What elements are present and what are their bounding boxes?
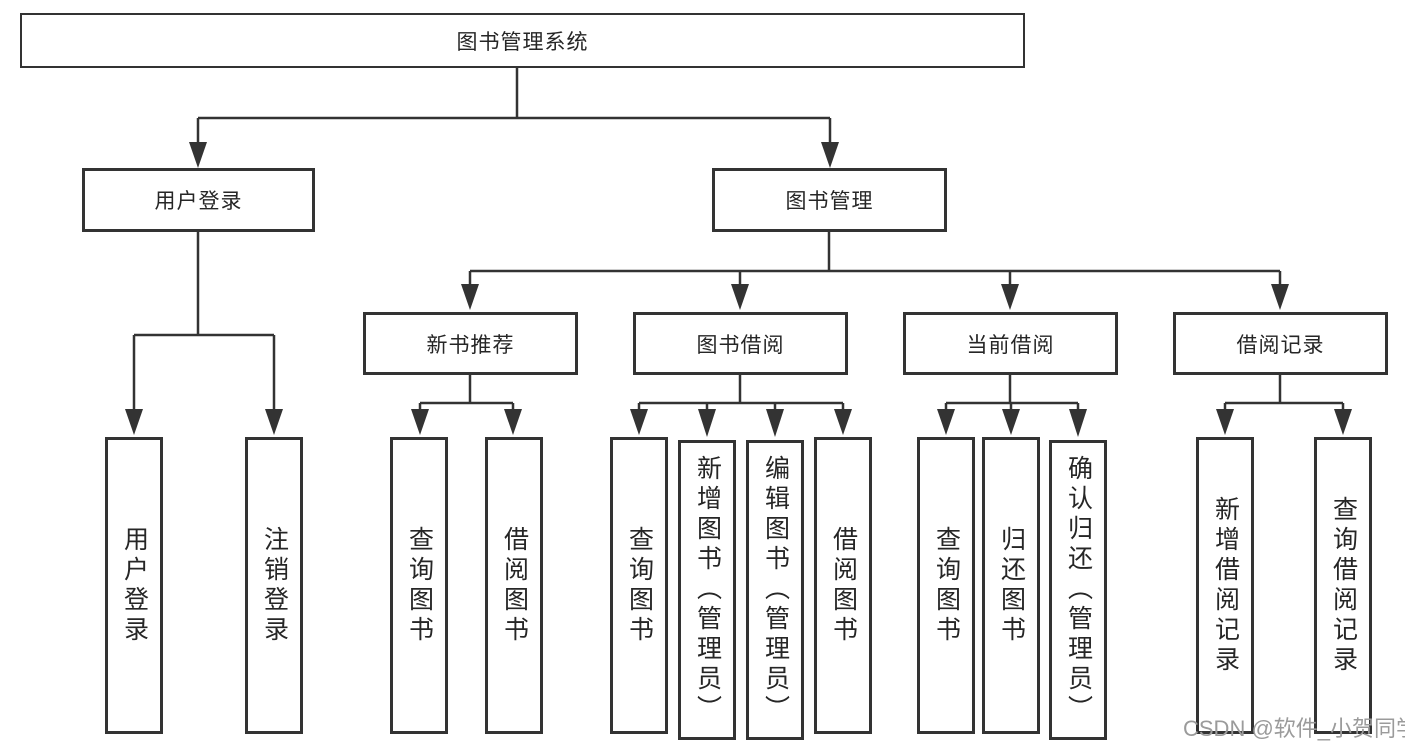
arrowhead-query-books-3	[937, 409, 955, 435]
arrowhead-book-management	[821, 142, 839, 168]
node-user-login-action: 用户登录	[105, 437, 163, 734]
node-book-management: 图书管理	[712, 168, 947, 232]
arrowhead-edit-books	[766, 409, 784, 437]
node-query-books-3-label: 查询图书	[932, 525, 961, 646]
connector-book-management-split	[468, 230, 1282, 288]
node-query-books-3: 查询图书	[917, 437, 975, 734]
node-book-borrowing-label: 图书借阅	[696, 333, 785, 357]
connector-book-borrowing-split	[637, 374, 845, 413]
node-user-login: 用户登录	[82, 168, 315, 232]
node-borrow-books-2: 借阅图书	[814, 437, 872, 734]
node-borrowing-records-label: 借阅记录	[1236, 333, 1325, 357]
node-book-borrowing: 图书借阅	[633, 312, 848, 375]
node-add-books-admin-label: 新增图书（管理员）	[693, 455, 722, 725]
arrowhead-confirm-return	[1069, 409, 1087, 437]
arrowhead-borrowing-records	[1271, 284, 1289, 310]
node-logout-action: 注销登录	[245, 437, 303, 734]
connector-borrowing-records-split	[1223, 374, 1345, 413]
arrowhead-user-login	[189, 142, 207, 168]
node-current-borrowing-label: 当前借阅	[966, 333, 1055, 357]
node-query-books-2: 查询图书	[610, 437, 668, 734]
connector-new-book-split	[418, 374, 515, 413]
node-system-root-label: 图书管理系统	[456, 30, 589, 54]
node-confirm-return-admin: 确认归还（管理员）	[1049, 440, 1107, 740]
node-return-books: 归还图书	[982, 437, 1040, 734]
node-query-books-1: 查询图书	[390, 437, 448, 734]
arrowhead-new-book	[461, 284, 479, 310]
arrowhead-return-books	[1002, 409, 1020, 435]
arrowhead-query-borrow-record	[1334, 409, 1352, 435]
arrowhead-current-borrowing	[1001, 284, 1019, 310]
node-edit-books-admin: 编辑图书（管理员）	[746, 440, 804, 740]
arrowhead-query-books-2	[630, 409, 648, 435]
node-query-books-1-label: 查询图书	[405, 525, 434, 646]
arrowhead-add-borrow-record	[1216, 409, 1234, 435]
node-add-books-admin: 新增图书（管理员）	[678, 440, 736, 740]
arrowhead-query-books-1	[411, 409, 429, 435]
node-borrowing-records: 借阅记录	[1173, 312, 1388, 375]
node-query-borrow-record-label: 查询借阅记录	[1329, 495, 1358, 676]
arrowhead-borrow-books-1	[504, 409, 522, 435]
arrowhead-borrow-books-2	[834, 409, 852, 435]
node-system-root: 图书管理系统	[20, 13, 1025, 68]
node-borrow-books-1: 借阅图书	[485, 437, 543, 734]
arrowhead-book-borrowing	[731, 284, 749, 310]
arrowhead-user-login-leaf-1	[125, 409, 143, 435]
node-edit-books-admin-label: 编辑图书（管理员）	[761, 455, 790, 725]
node-new-book-recommendation-label: 新书推荐	[426, 333, 515, 357]
node-add-borrow-record-label: 新增借阅记录	[1211, 495, 1240, 676]
connector-user-login-split	[132, 230, 276, 413]
arrowhead-add-books	[698, 409, 716, 437]
node-user-login-label: 用户登录	[154, 190, 243, 213]
node-user-login-action-label: 用户登录	[120, 525, 149, 646]
node-return-books-label: 归还图书	[997, 525, 1026, 646]
node-borrow-books-1-label: 借阅图书	[500, 525, 529, 646]
node-borrow-books-2-label: 借阅图书	[829, 525, 858, 646]
node-new-book-recommendation: 新书推荐	[363, 312, 578, 375]
node-query-borrow-record: 查询借阅记录	[1314, 437, 1372, 734]
node-book-management-label: 图书管理	[785, 190, 874, 213]
node-current-borrowing: 当前借阅	[903, 312, 1118, 375]
connector-root-stem	[196, 66, 832, 146]
arrowhead-user-login-leaf-2	[265, 409, 283, 435]
connector-current-borrowing-split	[944, 374, 1080, 413]
node-query-books-2-label: 查询图书	[625, 525, 654, 646]
node-confirm-return-admin-label: 确认归还（管理员）	[1064, 455, 1093, 725]
watermark-text: CSDN @软件_小贺同学	[1183, 716, 1405, 741]
node-logout-action-label: 注销登录	[260, 525, 289, 646]
node-add-borrow-record: 新增借阅记录	[1196, 437, 1254, 734]
